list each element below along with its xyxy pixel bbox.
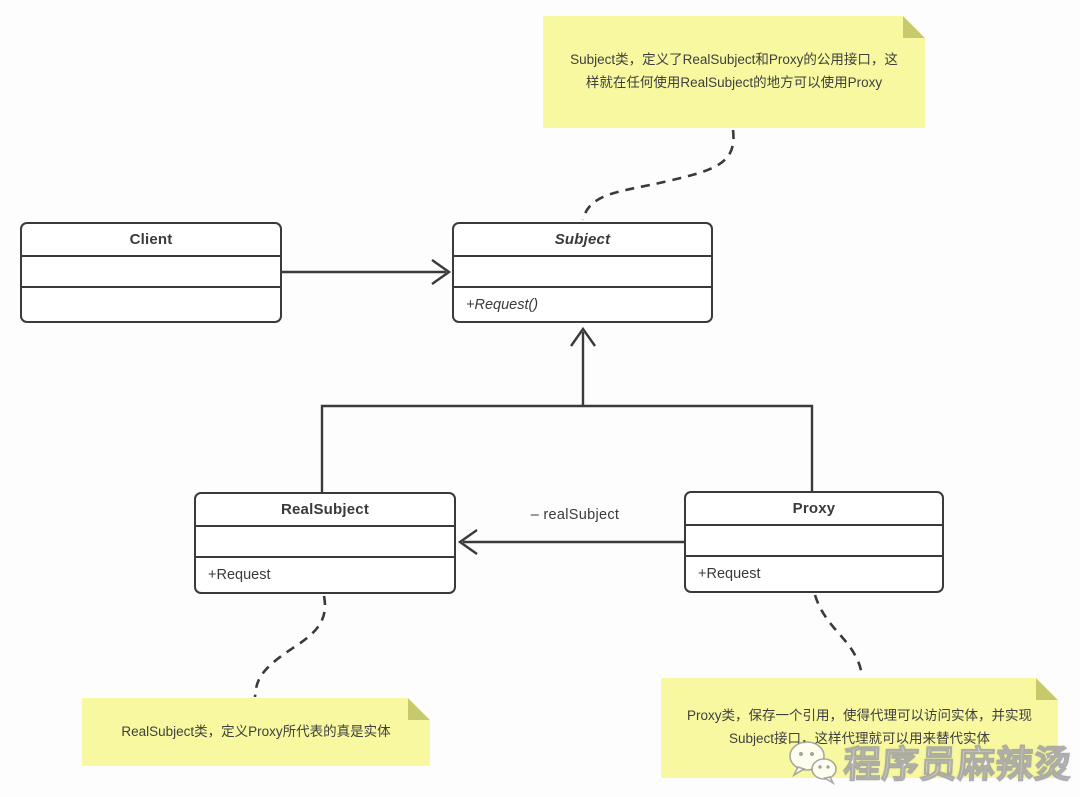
class-realsubject-methods: +Request — [208, 567, 271, 583]
generalization-arrowhead — [570, 326, 596, 347]
note-proxy: Proxy类，保存一个引用，使得代理可以访问实体，并实现Subject接口，这样… — [661, 678, 1058, 778]
note-fold-corner — [903, 16, 925, 38]
note-fold-corner — [1036, 678, 1058, 700]
note-realsubject: RealSubject类，定义Proxy所代表的真是实体 — [82, 698, 430, 766]
class-client: Client — [20, 222, 282, 323]
note-link-proxy — [813, 594, 864, 678]
note-link-realsubject — [253, 595, 327, 698]
note-realsubject-text: RealSubject类，定义Proxy所代表的真是实体 — [121, 723, 391, 739]
note-link-subject — [581, 129, 735, 221]
class-realsubject-name: RealSubject — [196, 494, 454, 527]
class-proxy-methods: +Request — [698, 566, 761, 582]
note-subject-text: Subject类，定义了RealSubject和Proxy的公用接口，这样就在任… — [570, 52, 898, 90]
generalization-junction-line — [320, 404, 814, 492]
note-subject: Subject类，定义了RealSubject和Proxy的公用接口，这样就在任… — [543, 16, 925, 128]
class-realsubject-attributes — [196, 527, 454, 558]
note-fold-corner — [408, 698, 430, 720]
class-proxy: Proxy +Request — [684, 491, 944, 593]
class-subject: Subject +Request() — [452, 222, 713, 323]
class-client-name: Client — [22, 224, 280, 257]
proxy-realsubject-arrowhead — [457, 529, 478, 555]
class-client-methods — [22, 288, 280, 321]
class-subject-name: Subject — [454, 224, 711, 257]
class-subject-attributes — [454, 257, 711, 288]
class-client-attributes — [22, 257, 280, 288]
note-proxy-text: Proxy类，保存一个引用，使得代理可以访问实体，并实现Subject接口，这样… — [686, 708, 1032, 746]
class-subject-methods: +Request() — [466, 296, 539, 313]
association-label: – realSubject — [530, 507, 620, 523]
client-subject-arrowhead — [431, 259, 452, 285]
class-proxy-name: Proxy — [686, 493, 942, 526]
class-proxy-attributes — [686, 526, 942, 557]
class-realsubject: RealSubject +Request — [194, 492, 456, 594]
